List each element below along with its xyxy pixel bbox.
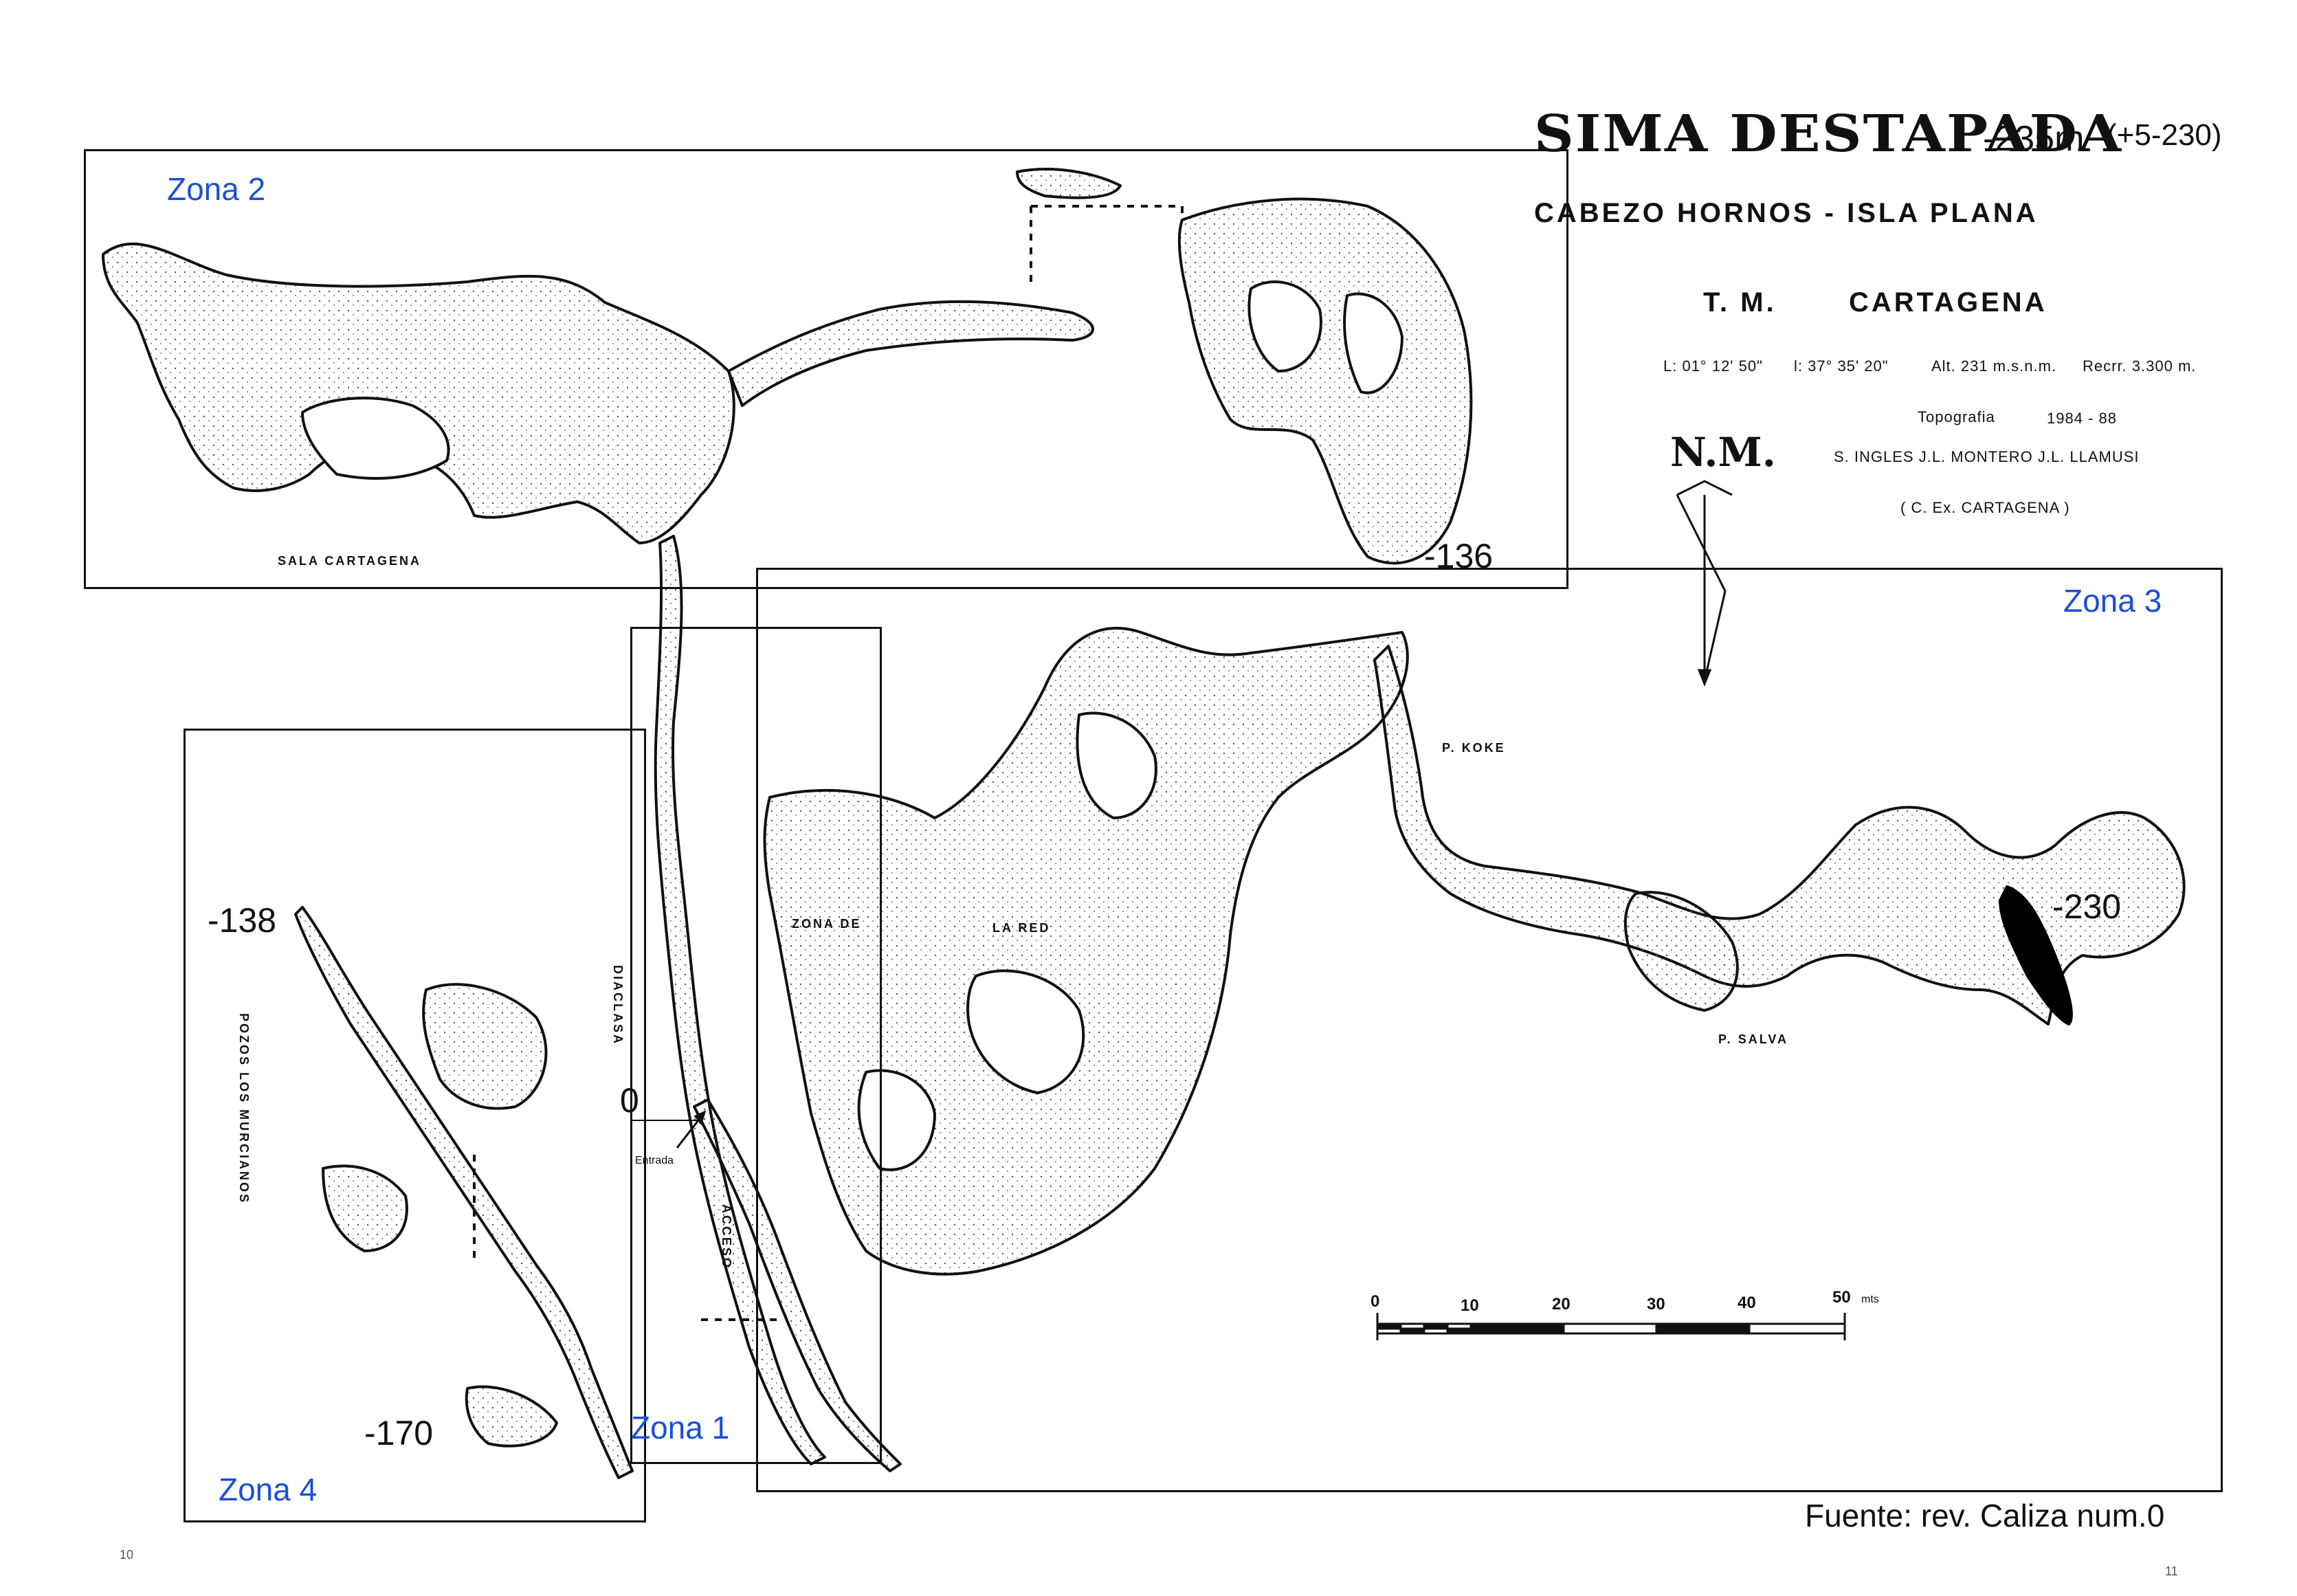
label-entrada: Entrada (635, 1155, 674, 1166)
location-label: CABEZO HORNOS - ISLA PLANA (1534, 198, 2039, 228)
entrada-arrow (676, 1116, 702, 1149)
survey-years: 1984 - 88 (2047, 410, 2117, 427)
zona-3-label: Zona 3 (2063, 583, 2162, 619)
label-pozos-los-murcianos: POZOS LOS MURCIANOS (237, 1013, 251, 1205)
sump-230 (1999, 885, 2073, 1026)
scale-tick-40: 40 (1738, 1294, 1756, 1312)
zona4-chamber (422, 983, 548, 1110)
survey-authors: S. INGLES J.L. MONTERO J.L. LLAMUSI (1834, 448, 2140, 465)
map-title: SIMA DESTAPADA (1534, 104, 2123, 164)
scale-tick-30: 30 (1647, 1295, 1665, 1314)
label-p-koke: P. KOKE (1442, 741, 1506, 755)
zona4-south (465, 1385, 558, 1448)
depth-0: 0 (620, 1081, 639, 1120)
coord-alt: Alt. 231 m.s.n.m. (1931, 357, 2057, 375)
page-number-left: 10 (120, 1548, 134, 1562)
survey-label: Topografia (1918, 408, 1995, 425)
dashed-link-ne (1031, 205, 1184, 220)
zona4-west-branch (322, 1164, 408, 1252)
depth-138: -138 (208, 901, 277, 940)
page-number-right: 11 (2165, 1564, 2178, 1578)
label-acceso: ACCESO (720, 1204, 733, 1270)
coord-lon: L: 01° 12' 50" (1663, 357, 1763, 375)
depth-230: -230 (2052, 887, 2122, 926)
zona-3-box (756, 568, 2223, 1492)
map-depth: -235m (1983, 119, 2085, 159)
label-zona-de: ZONA DE (792, 917, 862, 931)
zona-4-label: Zona 4 (219, 1472, 318, 1507)
sala-cartagena-chamber (102, 242, 735, 544)
scale-tick-10: 10 (1461, 1296, 1479, 1315)
sala-inner-void (301, 397, 450, 480)
coord-recorrido: Recrr. 3.300 m. (2083, 357, 2197, 375)
zona-1-label: Zona 1 (631, 1410, 730, 1445)
label-p-salva: P. SALVA (1718, 1032, 1789, 1046)
depth-170: -170 (364, 1414, 434, 1452)
zona2-ne-arm (1016, 168, 1122, 199)
source-credit: Fuente: rev. Caliza num.0 (1805, 1498, 2165, 1533)
scale-bar (1376, 1313, 1846, 1340)
municipality-name: CARTAGENA (1849, 287, 2048, 318)
north-arrow (1676, 480, 1733, 687)
map-depth-note: (+5-230) (2107, 118, 2222, 152)
scale-tick-20: 20 (1552, 1295, 1571, 1314)
label-diaclasa: DIACLASA (611, 965, 625, 1045)
zona-1-box (630, 627, 882, 1464)
scale-tick-0: 0 (1371, 1292, 1380, 1311)
coord-lat: l: 37° 35' 20" (1794, 357, 1889, 375)
p-salva-chamber (1623, 891, 1739, 1012)
label-sala-cartagena: SALA CARTAGENA (278, 554, 421, 568)
zona-4-box (184, 729, 646, 1522)
pozos-los-murcianos (294, 906, 634, 1479)
municipality-prefix: T. M. (1703, 287, 1777, 318)
depth-136: -136 (1424, 537, 1494, 575)
north-label: N.M. (1670, 429, 1776, 476)
survey-club: ( C. Ex. CARTAGENA ) (1900, 499, 2070, 516)
zona1-descent (654, 535, 826, 1465)
scale-unit: mts (1861, 1294, 1879, 1305)
zona2-gallery (727, 300, 1094, 407)
label-la-red: LA RED (992, 921, 1051, 935)
scale-tick-50: 50 (1832, 1288, 1851, 1307)
zona-2-box (84, 149, 1568, 589)
acceso-passage (693, 1098, 902, 1472)
zona-2-label: Zona 2 (167, 171, 266, 207)
